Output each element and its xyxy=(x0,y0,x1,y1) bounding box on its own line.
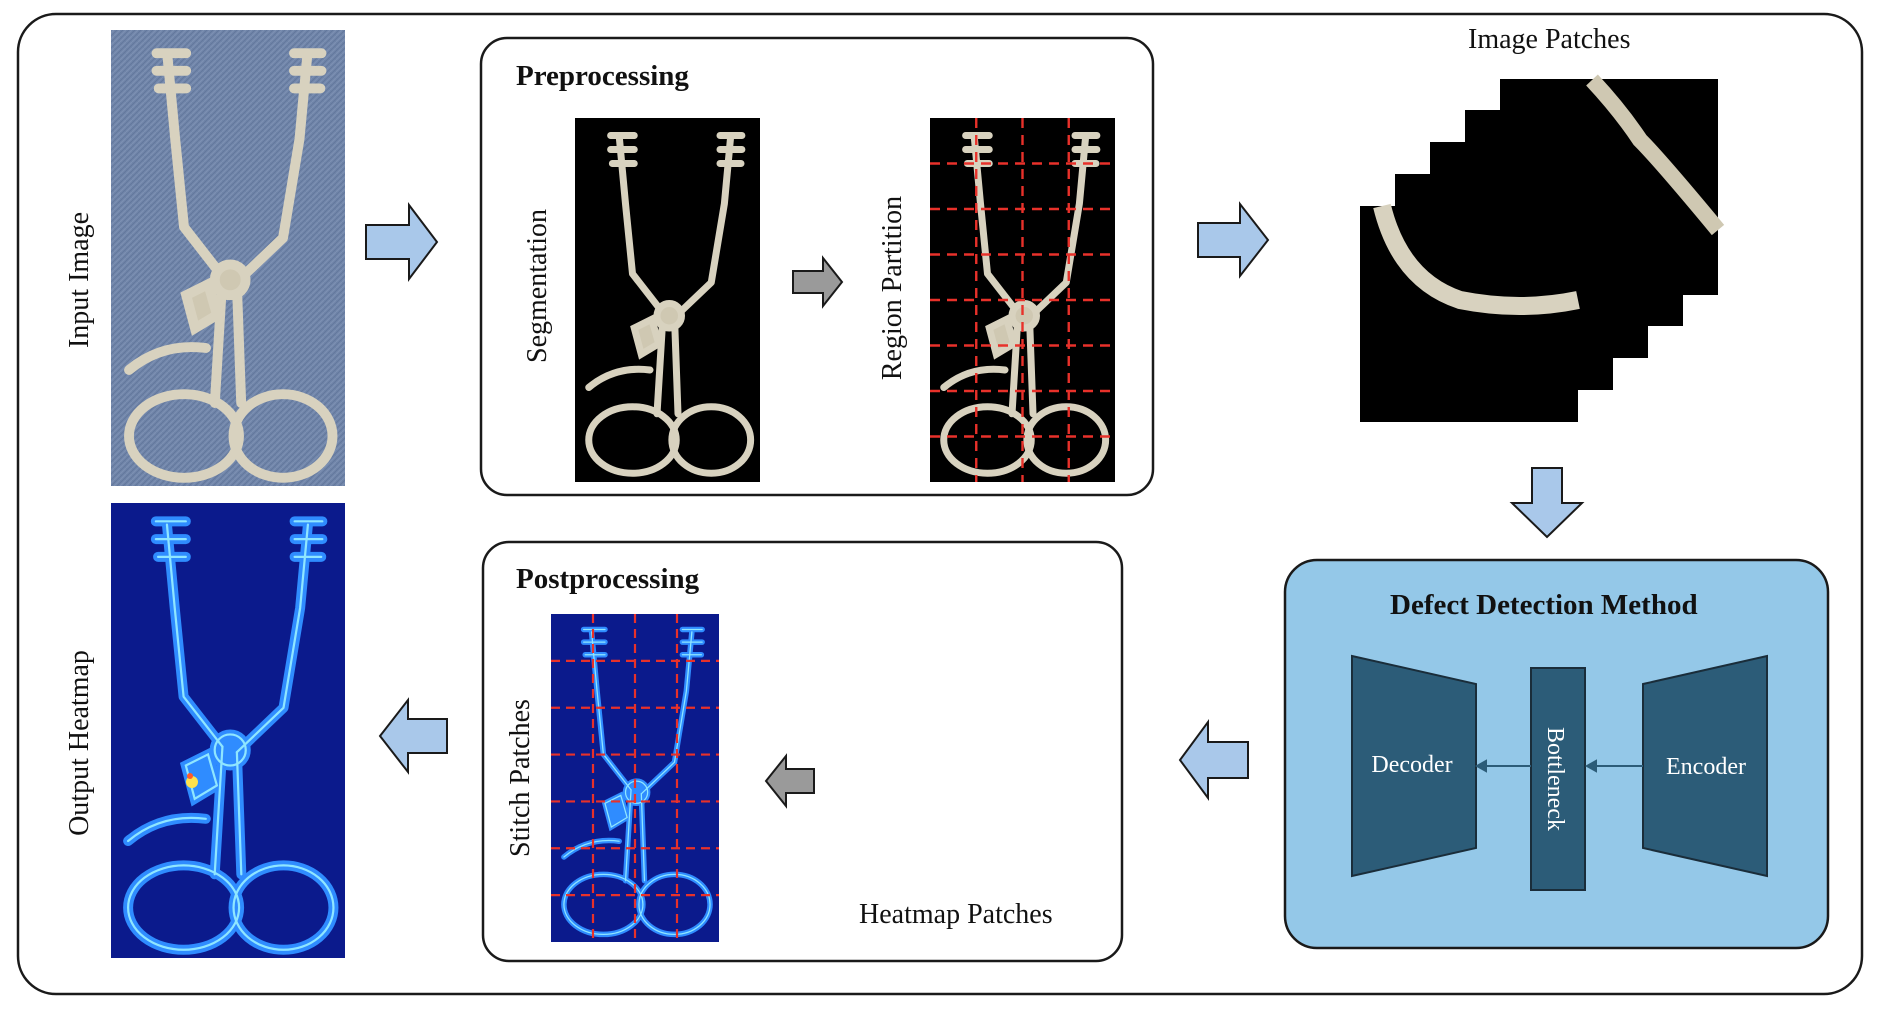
region-partition-label: Region Partition xyxy=(877,195,908,381)
segmentation-label: Segmentation xyxy=(522,209,553,363)
input-image-label: Input Image xyxy=(64,211,95,349)
arrow-segmentation-to-partition xyxy=(792,255,844,309)
output-heatmap-image xyxy=(111,503,345,958)
region-partition-image xyxy=(930,118,1115,482)
output-heatmap-label: Output Heatmap xyxy=(64,650,95,836)
segmentation-image xyxy=(575,118,760,482)
image-patches-label: Image Patches xyxy=(1468,24,1631,55)
flow-arrow-to-preprocessing xyxy=(365,202,439,282)
decoder-block xyxy=(1351,654,1477,878)
encoder-block xyxy=(1642,654,1768,878)
stitched-heatmap-image xyxy=(551,614,719,942)
image-patch-stack xyxy=(1360,74,1725,422)
defect-detection-title: Defect Detection Method xyxy=(1390,589,1698,621)
flow-arrow-to-output xyxy=(378,697,448,775)
flow-arrow-to-heatmap-patches xyxy=(1178,718,1249,802)
bottleneck-label: Bottleneck xyxy=(1542,727,1568,831)
stitch-patches-label: Stitch Patches xyxy=(505,699,536,857)
flow-arrow-to-method xyxy=(1509,467,1585,539)
bottleneck-block xyxy=(1530,667,1586,891)
arrow-heatmap-to-stitch xyxy=(764,753,815,809)
input-image-photo xyxy=(111,30,345,486)
preprocessing-title: Preprocessing xyxy=(516,60,689,92)
postprocessing-title: Postprocessing xyxy=(516,563,700,595)
encoder-to-bottleneck-arrow xyxy=(1584,759,1643,773)
heatmap-patches-label: Heatmap Patches xyxy=(859,899,1053,930)
encoder-label: Encoder xyxy=(1666,754,1746,780)
bottleneck-to-decoder-arrow xyxy=(1474,759,1531,773)
flow-arrow-to-image-patches xyxy=(1197,201,1270,279)
decoder-label: Decoder xyxy=(1371,752,1452,778)
